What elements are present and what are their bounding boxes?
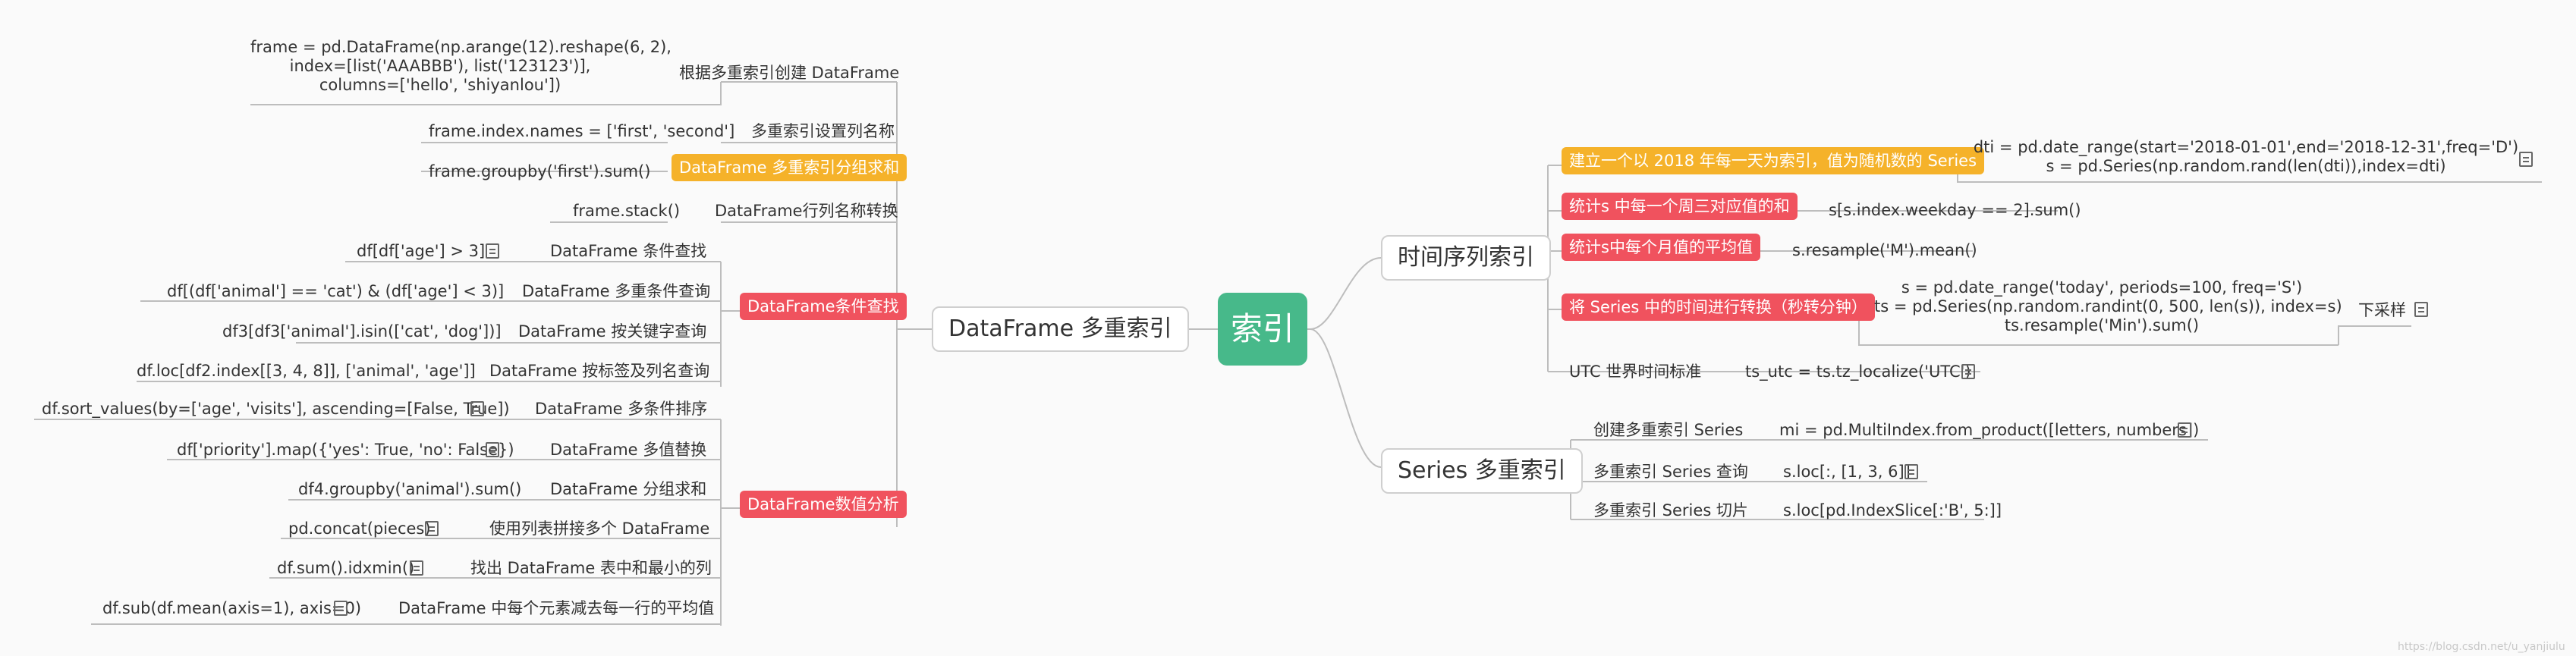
smi-code-2: s.loc[:, [1, 3, 6]] <box>1783 463 1911 481</box>
note-icon <box>486 442 499 457</box>
ts-code-3: s.resample('M').mean() <box>1792 241 1977 259</box>
time-series-index-node[interactable]: 时间序列索引 <box>1381 235 1551 281</box>
query-code-3: df3[df3['animal'].isin(['cat', 'dog'])] <box>222 322 502 341</box>
note-icon <box>334 601 348 616</box>
create-code: frame = pd.DataFrame(np.arange(12).resha… <box>250 38 672 94</box>
ts-code-2: s[s.index.weekday == 2].sum() <box>1829 201 2081 219</box>
ts-label-4: 将 Series 中的时间进行转换（秒转分钟） <box>1562 293 1875 321</box>
analysis-code-5: df.sum().idxmin() <box>277 559 415 577</box>
query-code-1: df[df['age'] > 3] <box>357 242 486 260</box>
query-label-4: DataFrame 按标签及列名查询 <box>489 362 710 380</box>
smi-code-3: s.loc[pd.IndexSlice[:'B', 5:]] <box>1783 501 2002 519</box>
analysis-code-3: df4.groupby('animal').sum() <box>298 480 522 498</box>
note-icon <box>1961 364 1975 379</box>
stack-label: DataFrame行列名称转换 <box>715 202 898 220</box>
analysis-label-3: DataFrame 分组求和 <box>550 480 707 498</box>
analysis-label-1: DataFrame 多条件排序 <box>535 400 708 418</box>
query-code-4: df.loc[df2.index[[3, 4, 8]], ['animal', … <box>137 362 476 380</box>
note-icon <box>410 560 423 576</box>
smi-label-1: 创建多重索引 Series <box>1593 421 1744 439</box>
note-icon <box>2414 302 2428 317</box>
analysis-code-4: pd.concat(pieces) <box>288 519 431 538</box>
ts-label-2: 统计s 中每一个周三对应值的和 <box>1562 193 1798 220</box>
ts-label-5: UTC 世界时间标准 <box>1569 363 1702 381</box>
note-icon <box>2519 152 2533 167</box>
watermark: https://blog.csdn.net/u_yanjiulu <box>2398 641 2565 653</box>
analysis-code-1: df.sort_values(by=['age', 'visits'], asc… <box>42 400 510 418</box>
note-icon <box>470 401 484 416</box>
create-label: 根据多重索引创建 DataFrame <box>679 64 900 82</box>
note-icon <box>486 243 499 259</box>
query-code-2: df[(df['animal'] == 'cat') & (df['age'] … <box>167 282 505 300</box>
names-label: 多重索引设置列名称 <box>751 122 895 140</box>
ts-label-3: 统计s中每个月值的平均值 <box>1562 234 1760 261</box>
ts-extra-label: 下采样 <box>2358 301 2406 319</box>
note-icon <box>2178 422 2191 438</box>
ts-code-4: s = pd.date_range('today', periods=100, … <box>1874 278 2342 334</box>
query-label-3: DataFrame 按关键字查询 <box>518 322 707 341</box>
ts-code-5: ts_utc = ts.tz_localize('UTC') <box>1745 363 1971 381</box>
dataframe-multiindex-node[interactable]: DataFrame 多重索引 <box>932 306 1189 352</box>
analysis-code-2: df['priority'].map({'yes': True, 'no': F… <box>177 441 514 459</box>
analysis-label-6: DataFrame 中每个元素减去每一行的平均值 <box>398 599 715 617</box>
groupby-label: DataFrame 多重索引分组求和 <box>672 154 907 181</box>
ts-label-1: 建立一个以 2018 年每一天为索引，值为随机数的 Series <box>1562 147 1985 174</box>
series-multiindex-node[interactable]: Series 多重索引 <box>1381 448 1583 494</box>
analysis-code-6: df.sub(df.mean(axis=1), axis=0) <box>102 599 362 617</box>
root-node[interactable]: 索引 <box>1218 293 1307 366</box>
query-node[interactable]: DataFrame条件查找 <box>740 293 907 320</box>
smi-label-2: 多重索引 Series 查询 <box>1593 463 1748 481</box>
analysis-label-4: 使用列表拼接多个 DataFrame <box>489 519 710 538</box>
query-label-1: DataFrame 条件查找 <box>550 242 707 260</box>
note-icon <box>425 521 439 536</box>
query-label-2: DataFrame 多重条件查询 <box>522 282 711 300</box>
stack-code: frame.stack() <box>573 202 681 220</box>
smi-code-1: mi = pd.MultiIndex.from_product([letters… <box>1779 421 2200 439</box>
analysis-label-2: DataFrame 多值替换 <box>550 441 707 459</box>
smi-label-3: 多重索引 Series 切片 <box>1593 501 1748 519</box>
analysis-label-5: 找出 DataFrame 表中和最小的列 <box>470 559 712 577</box>
note-icon <box>1904 464 1918 479</box>
names-code: frame.index.names = ['first', 'second'] <box>429 122 735 140</box>
ts-code-1: dti = pd.date_range(start='2018-01-01',e… <box>1973 138 2519 175</box>
groupby-code: frame.groupby('first').sum() <box>429 162 651 180</box>
analysis-node[interactable]: DataFrame数值分析 <box>740 491 907 518</box>
